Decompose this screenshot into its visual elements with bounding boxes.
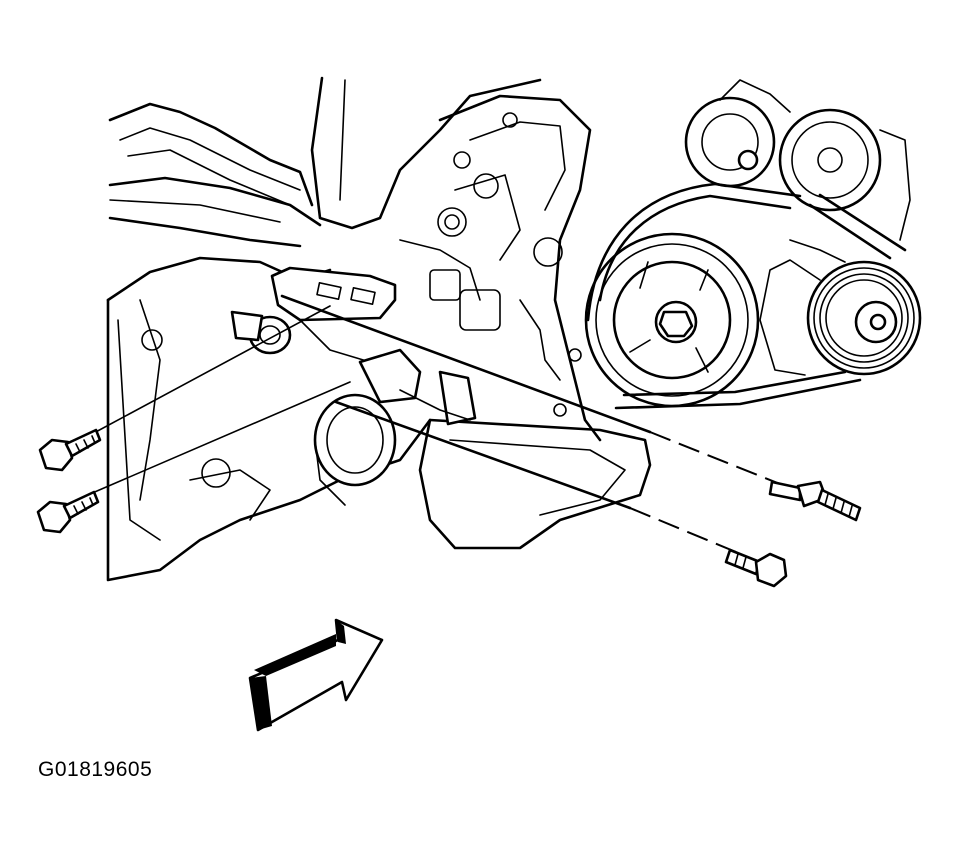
view-direction-arrow xyxy=(248,618,384,732)
bolt-upper-left xyxy=(38,428,102,472)
upper-pulleys xyxy=(684,79,911,241)
crankshaft-pulley xyxy=(584,232,760,408)
water-outlet-housing xyxy=(230,266,477,506)
bolt-lower-right xyxy=(724,548,788,588)
engine-block xyxy=(106,76,652,582)
drive-belt xyxy=(586,182,907,410)
figure-code-label: G01819605 xyxy=(38,758,153,781)
compressor-pulley xyxy=(759,239,922,376)
stud-bolt-right xyxy=(768,480,862,522)
bolt-lower-left xyxy=(36,490,100,534)
bolt-guide-lines xyxy=(89,294,791,553)
